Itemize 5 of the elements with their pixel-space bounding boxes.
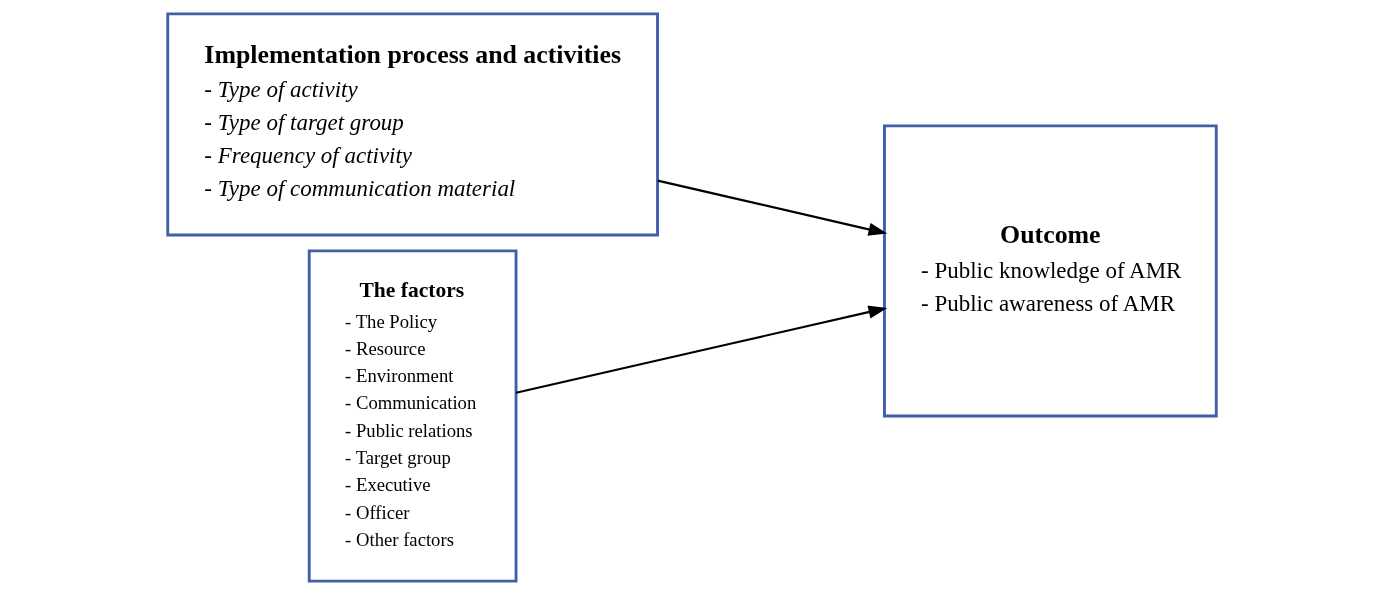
node-box: Outcome - Public knowledge of AMR - Public awareness of AMR [882, 124, 1218, 418]
arrow [515, 305, 887, 394]
node-box: Implementation process and activities - Type of activity - Type of target group - Frequency of activity - Type of communication material [165, 12, 659, 237]
arrow [656, 179, 887, 236]
node-box: The factors - The Policy - Resource - Environment - Communication - Public relations - Target group - Executive - Officer - Other factors [307, 249, 517, 583]
